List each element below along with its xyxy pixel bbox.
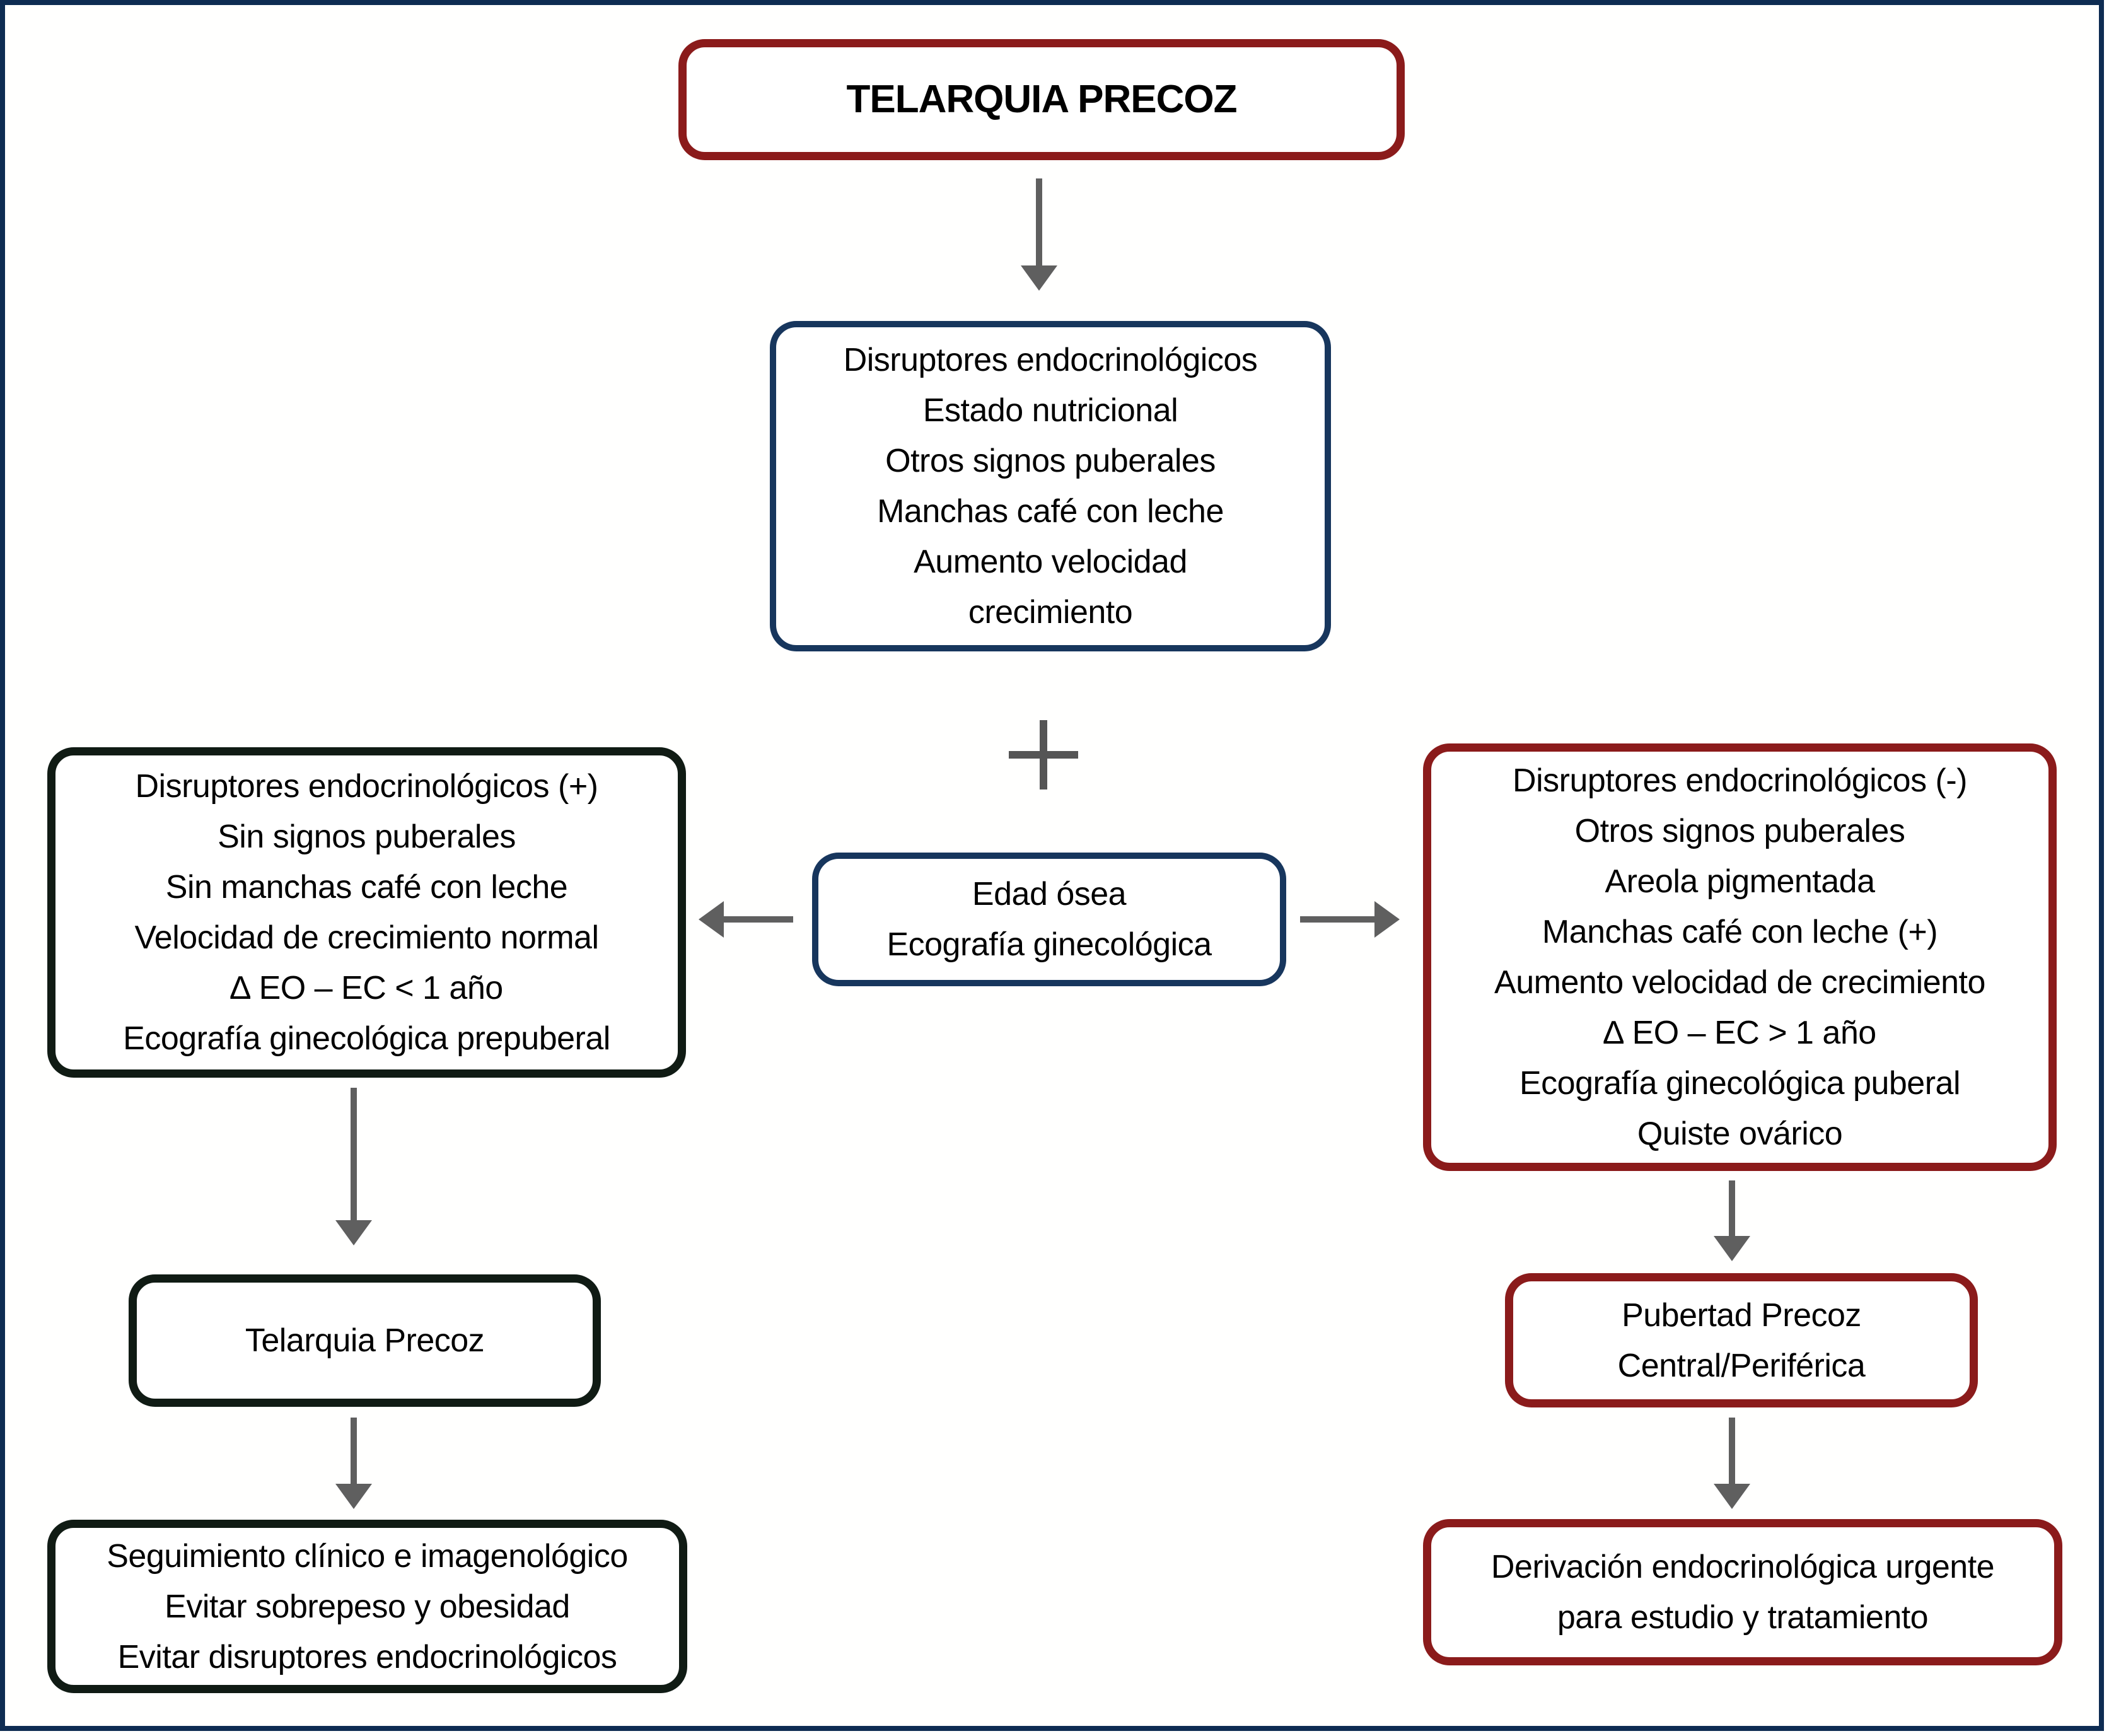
node-pathologic-findings: Disruptores endocrinológicos (-) Otros s…	[1423, 743, 2057, 1171]
text-line: Manchas café con leche (+)	[1542, 914, 1938, 950]
arrow-shaft	[1729, 1418, 1735, 1486]
text-line: Telarquia Precoz	[245, 1322, 485, 1359]
plus-connector-icon	[1009, 720, 1078, 789]
text-line: ∆ EO – EC < 1 año	[230, 970, 503, 1006]
arrow-head	[699, 901, 724, 938]
text-line: Ecografía ginecológica prepuberal	[123, 1020, 610, 1057]
text-line: Areola pigmentada	[1605, 863, 1875, 900]
node-telarquia-precoz-title: TELARQUIA PRECOZ	[678, 39, 1405, 160]
text-line: Evitar disruptores endocrinológicos	[117, 1638, 617, 1675]
text-line: Aumento velocidad de crecimiento	[1494, 964, 1985, 1001]
node-complementary-tests: Edad ósea Ecografía ginecológica	[812, 853, 1286, 986]
text-line: crecimiento	[968, 594, 1133, 631]
arrow-diagnosis-to-plan	[328, 1418, 379, 1509]
text-line: Disruptores endocrinológicos (+)	[135, 768, 598, 805]
text-line: Sin signos puberales	[218, 818, 516, 855]
arrow-head	[335, 1220, 372, 1245]
node-followup-plan: Seguimiento clínico e imagenológico Evit…	[47, 1520, 687, 1693]
arrow-head	[335, 1484, 372, 1509]
title-text: TELARQUIA PRECOZ	[846, 78, 1238, 121]
arrow-shaft	[1036, 178, 1042, 268]
arrow-head	[1714, 1484, 1750, 1509]
arrow-tests-to-right-findings	[1300, 900, 1400, 938]
arrow-head	[1021, 265, 1057, 291]
text-line: Evitar sobrepeso y obesidad	[165, 1588, 570, 1625]
text-line: Aumento velocidad	[914, 544, 1187, 580]
text-line: Edad ósea	[972, 876, 1127, 912]
text-line: para estudio y tratamiento	[1557, 1599, 1929, 1636]
text-line: Disruptores endocrinológicos (-)	[1513, 762, 1967, 799]
text-line: Disruptores endocrinológicos	[843, 342, 1258, 378]
text-line: Velocidad de crecimiento normal	[134, 919, 599, 956]
text-line: Manchas café con leche	[877, 493, 1224, 530]
node-diagnosis-pubertad-precoz: Pubertad Precoz Central/Periférica	[1505, 1273, 1978, 1407]
node-diagnosis-telarquia-precoz: Telarquia Precoz	[129, 1274, 601, 1407]
arrow-left-findings-to-diagnosis	[328, 1088, 379, 1245]
arrow-tests-to-left-findings	[699, 900, 793, 938]
text-line: Derivación endocrinológica urgente	[1490, 1549, 1995, 1585]
arrow-title-to-evaluation	[1014, 178, 1064, 291]
text-line: ∆ EO – EC > 1 año	[1603, 1015, 1876, 1051]
text-line: Ecografía ginecológica puberal	[1519, 1065, 1961, 1102]
text-line: Ecografía ginecológica	[886, 926, 1212, 963]
text-line: Central/Periférica	[1617, 1347, 1866, 1384]
text-line: Seguimiento clínico e imagenológico	[107, 1537, 628, 1575]
arrow-shaft	[721, 916, 793, 923]
node-urgent-referral: Derivación endocrinológica urgente para …	[1423, 1519, 2062, 1665]
arrow-head	[1374, 901, 1400, 938]
arrow-shaft	[351, 1418, 357, 1486]
text-line: Otros signos puberales	[885, 443, 1216, 479]
node-benign-findings: Disruptores endocrinológicos (+) Sin sig…	[47, 747, 686, 1078]
arrow-head	[1714, 1236, 1750, 1261]
text-line: Sin manchas café con leche	[165, 869, 568, 906]
arrow-right-diagnosis-to-plan	[1707, 1418, 1757, 1509]
arrow-shaft	[1729, 1180, 1735, 1238]
arrow-shaft	[1300, 916, 1377, 923]
arrow-shaft	[351, 1088, 357, 1223]
text-line: Otros signos puberales	[1574, 813, 1905, 849]
text-line: Pubertad Precoz	[1622, 1296, 1861, 1334]
text-line: Estado nutricional	[922, 392, 1178, 429]
node-initial-evaluation: Disruptores endocrinológicos Estado nutr…	[770, 321, 1331, 651]
arrow-right-findings-to-diagnosis	[1707, 1180, 1757, 1261]
text-line: Quiste ovárico	[1637, 1116, 1843, 1152]
